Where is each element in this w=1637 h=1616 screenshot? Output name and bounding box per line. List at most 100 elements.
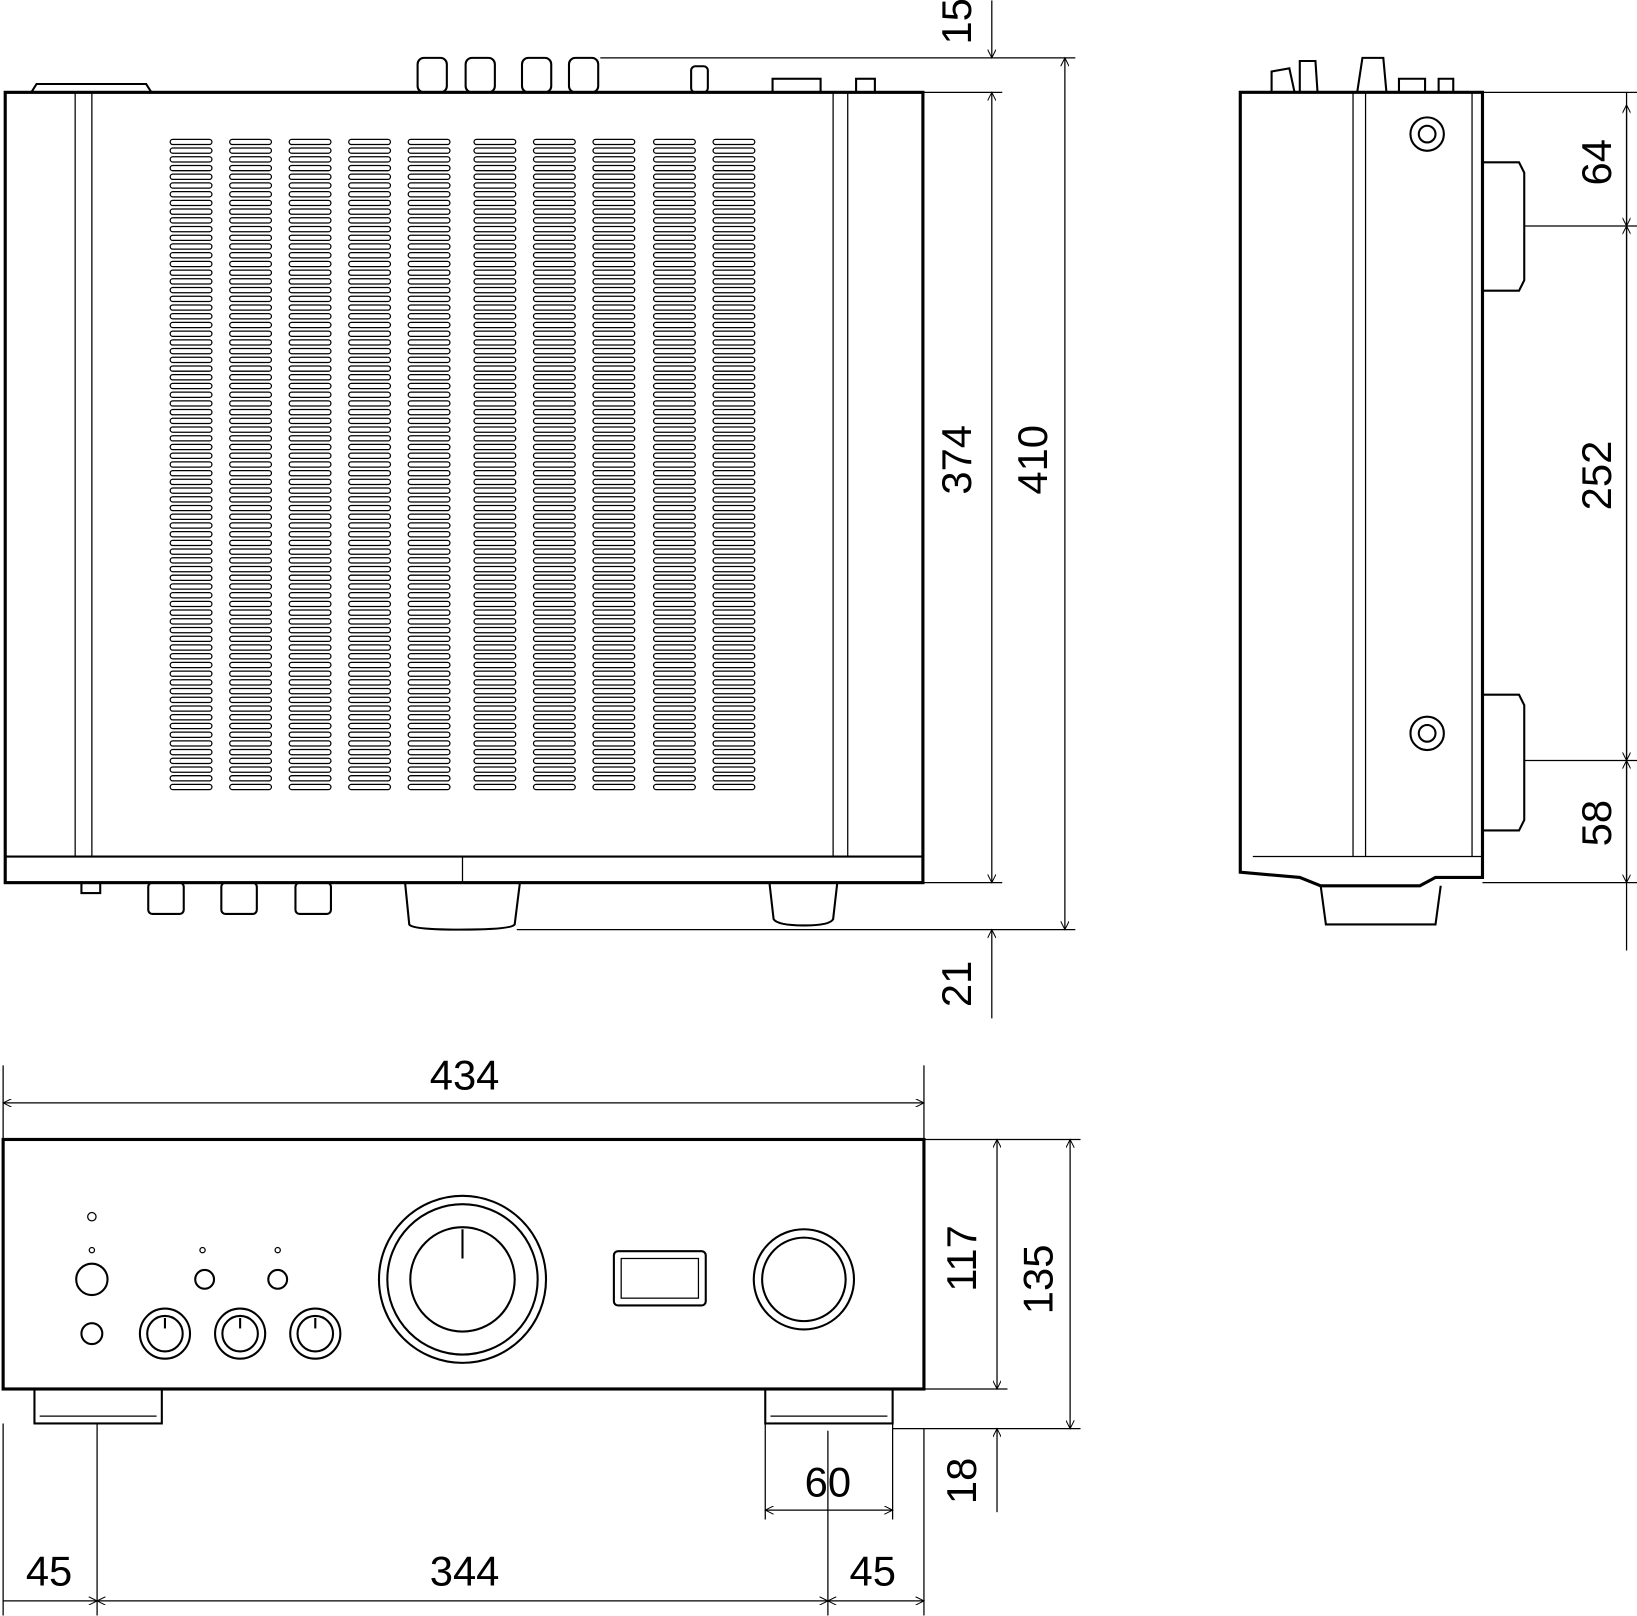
vent-slot [169,469,213,477]
vent-slot [592,217,636,224]
vent-slot [532,626,576,634]
vent-slot [712,382,756,390]
vent-slot [348,252,392,259]
vent-slot [652,374,696,381]
vent-slot [229,164,273,172]
dim-rear-protrusion: 15 [933,0,980,45]
vent-slot [288,565,332,573]
vent-slot [712,469,756,477]
vent-slot [288,731,332,738]
vent-slot [348,408,392,416]
vent-slot [169,740,213,747]
vent-slot [169,748,213,756]
vent-slot [288,548,332,555]
vent-slot [169,400,213,407]
vent-slot [532,591,576,599]
vent-slot [288,722,332,730]
vent-slot [229,635,273,643]
vent-slot [532,530,576,538]
vent-slot [348,391,392,398]
vent-slot [169,164,213,172]
vent-slot [652,783,696,791]
vent-slot [288,644,332,651]
vent-slot [288,391,332,398]
vent-slot [348,696,392,704]
vent-slot [712,252,756,259]
vent-slot [229,330,273,337]
vent-slot [473,583,517,590]
vent-slot [229,217,273,224]
vent-slot [712,522,756,529]
vent-slot [652,522,696,529]
vent-slot [229,382,273,390]
vent-slot [532,461,576,468]
vent-slot [348,190,392,198]
vent-slot [169,452,213,459]
vent-slot [592,487,636,494]
vent-slot [407,618,451,625]
vent-slot [712,775,756,782]
vent-slot [169,382,213,390]
vent-slot [348,722,392,730]
vent-slot [473,173,517,181]
vent-slot [407,626,451,634]
vent-slot [407,714,451,721]
vent-slot [712,408,756,416]
vent-slot [473,653,517,660]
vent-slot [712,339,756,346]
vent-slot [652,426,696,433]
vent-slot [229,740,273,747]
vent-slot [229,208,273,215]
vent-slot [592,269,636,276]
dim-width: 434 [430,1051,500,1098]
vent-slot [229,435,273,442]
vent-slot [348,452,392,459]
vent-slot [407,452,451,459]
vent-slot [348,644,392,651]
vent-slot [712,173,756,181]
vent-slot [348,243,392,250]
vent-slot [288,356,332,364]
vent-slot [592,522,636,529]
vent-slot [712,487,756,494]
vent-slot [473,452,517,459]
vent-slot [712,304,756,311]
vent-slot [407,417,451,425]
vent-slot [473,339,517,346]
vent-slot [169,705,213,712]
vent-slot [169,356,213,364]
vent-slot [473,740,517,747]
vent-slot [532,138,576,146]
vent-slot [169,487,213,494]
vent-slot [532,496,576,503]
vent-slot [592,138,636,146]
vent-slot [288,156,332,163]
vent-slot [473,714,517,721]
vent-slot [532,679,576,686]
vent-slot [652,757,696,765]
vent-slot [229,199,273,207]
vent-slot [169,548,213,555]
vent-slot [407,374,451,381]
vent-slot [592,243,636,250]
vent-slot [652,626,696,634]
vent-slot [169,565,213,573]
vent-slot [288,600,332,608]
vent-slot [652,190,696,198]
vent-slot [169,653,213,660]
vent-slot [407,548,451,555]
vent-slot [592,339,636,346]
vent-slot [229,365,273,372]
vent-slot [348,740,392,747]
vent-slot [169,234,213,242]
vent-slot [652,347,696,355]
vent-slot [532,164,576,172]
vent-slot [473,225,517,233]
vent-slot [712,156,756,163]
vent-slot [229,391,273,398]
vent-slot [532,696,576,704]
vent-slot [712,661,756,669]
vent-slot [407,591,451,599]
vent-slot [592,190,636,198]
vent-slot [348,539,392,547]
